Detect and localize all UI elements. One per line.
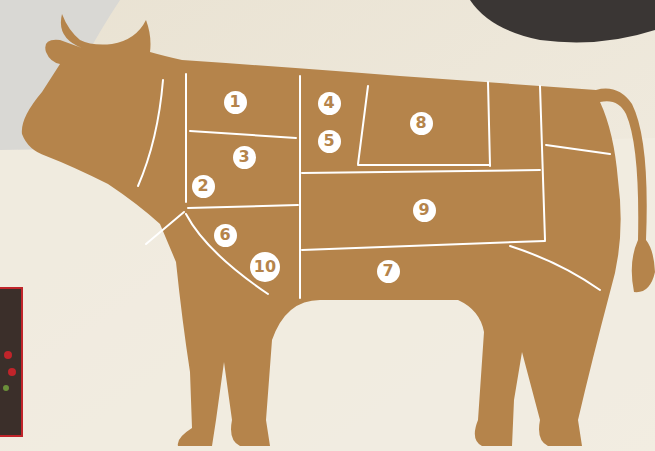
photo-detail: [8, 368, 16, 376]
callout-number: 2: [197, 178, 208, 194]
callout-number: 5: [323, 133, 334, 149]
photo-detail: [4, 351, 12, 359]
callout-circle: 1: [224, 91, 247, 114]
cut-line: [540, 86, 545, 240]
callout-number: 4: [323, 95, 334, 111]
cut-line: [510, 246, 600, 290]
photo-detail: [3, 385, 9, 391]
cut-line: [188, 205, 298, 208]
cut-line: [138, 80, 163, 186]
cut-line: [146, 212, 184, 244]
dark-dish: [470, 0, 655, 42]
callout-circle: 10: [250, 252, 280, 282]
callout-number: 10: [254, 259, 276, 275]
callout-number: 1: [229, 94, 240, 110]
cut-line: [185, 74, 187, 202]
callout-circle: 9: [413, 199, 436, 222]
cut-line: [302, 241, 545, 250]
cut-line: [190, 131, 296, 138]
callout-circle: 4: [318, 92, 341, 115]
callout-circle: 3: [233, 146, 256, 169]
callout-number: 9: [418, 202, 429, 218]
callout-number: 3: [238, 149, 249, 165]
callout-circle: 8: [410, 112, 433, 135]
cut-line: [302, 170, 540, 173]
cow-silhouette: [22, 14, 655, 446]
cut-lines: [138, 74, 610, 298]
callout-number: 6: [219, 227, 230, 243]
callout-circle: 5: [318, 130, 341, 153]
cut-line: [299, 76, 301, 298]
callout-number: 7: [382, 263, 393, 279]
callout-number: 8: [415, 115, 426, 131]
callout-circle: 2: [192, 175, 215, 198]
callout-circle: 7: [377, 260, 400, 283]
cut-line: [358, 164, 490, 166]
cut-line: [488, 82, 490, 166]
side-photo: [0, 288, 22, 436]
cut-line: [358, 86, 368, 164]
cut-line: [546, 145, 610, 154]
callout-circle: 6: [214, 224, 237, 247]
